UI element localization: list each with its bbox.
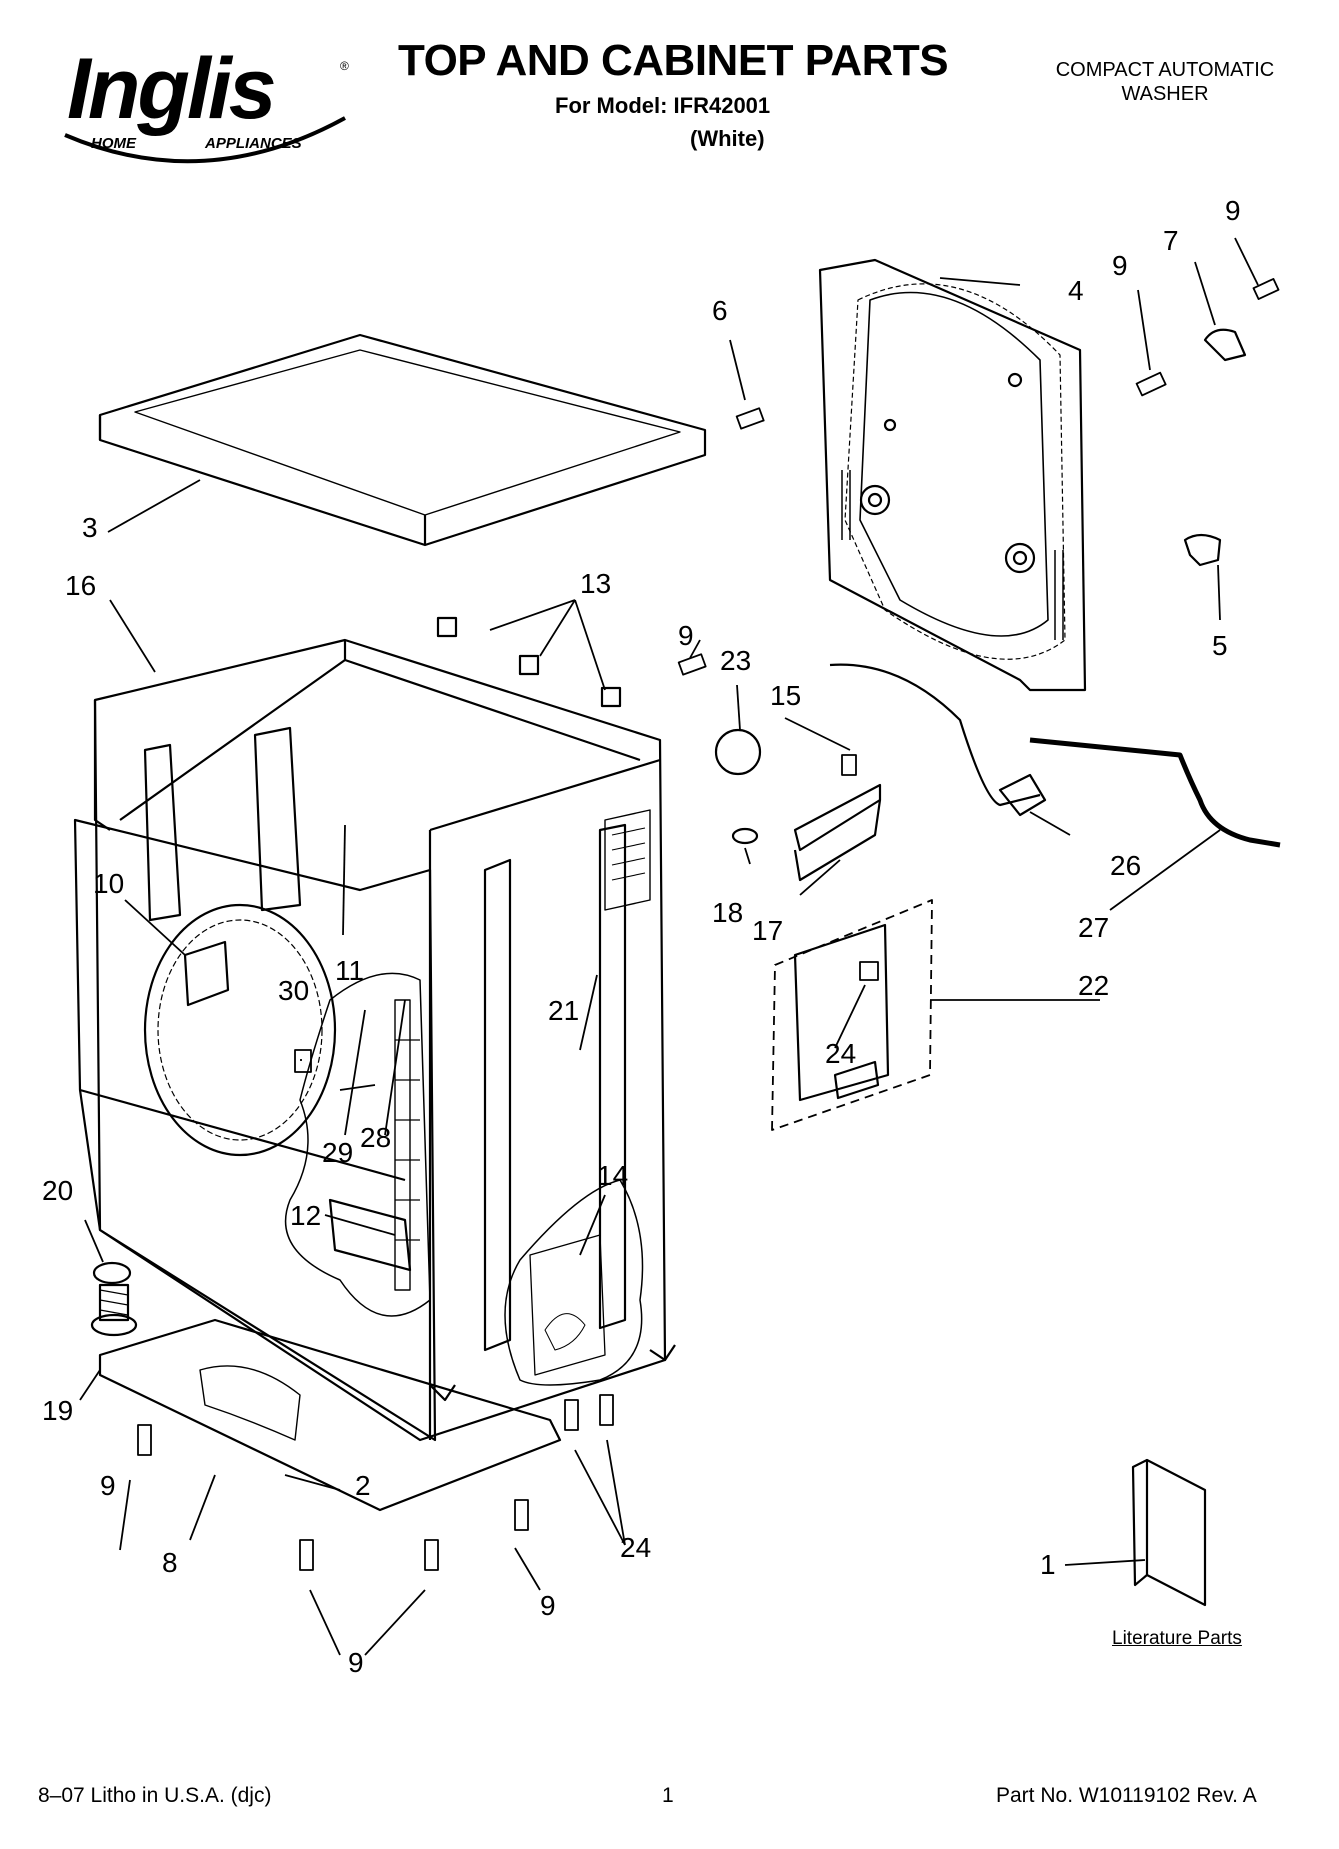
- part-pressure-switch: [714, 728, 762, 776]
- svg-text:®: ®: [340, 59, 349, 73]
- product-type: COMPACT AUTOMATIC WASHER: [1000, 58, 1330, 106]
- callout-26: 26: [1110, 850, 1141, 881]
- part-literature-booklet: [1131, 1458, 1207, 1607]
- part-spring: [731, 827, 759, 845]
- callout-15: 15: [770, 680, 801, 711]
- callout-9-d: 9: [100, 1470, 116, 1501]
- callout-4: 4: [1068, 275, 1084, 306]
- callout-30: 30: [278, 975, 309, 1006]
- part-retainer-3: [600, 686, 622, 708]
- part-top-panel: [98, 333, 707, 547]
- product-line-1: COMPACT AUTOMATIC: [1055, 59, 1275, 81]
- callout-2: 2: [355, 1470, 371, 1501]
- footer-litho: 8–07 Litho in U.S.A. (djc): [38, 1784, 272, 1807]
- cutaway-left: [284, 972, 431, 1317]
- callout-10: 10: [93, 868, 124, 899]
- callout-1: 1: [1040, 1549, 1056, 1580]
- part-retainer-1: [436, 616, 458, 638]
- model-number: For Model: IFR42001: [555, 93, 771, 118]
- callout-9-f: 9: [348, 1647, 364, 1678]
- brand-tagline-home: HOME: [91, 135, 137, 152]
- callout-20: 20: [42, 1175, 73, 1206]
- callout-labels: 1 2 3 4 5 6 7 8 9 9 9 9 9 9 9 9 10 11 12…: [42, 195, 1241, 1678]
- part-power-cord: [829, 663, 1041, 807]
- part-leveling-nut: [92, 1261, 132, 1285]
- callout-28: 28: [360, 1122, 391, 1153]
- part-wire-harness: [1029, 737, 1281, 848]
- literature-parts-label: Literature Parts: [1112, 1628, 1242, 1649]
- inglis-logo: Inglis ® HOME APPLIANCES: [55, 30, 355, 170]
- part-door-hinge: [183, 940, 230, 1007]
- brand-tagline-appliances: APPLIANCES: [204, 135, 302, 152]
- footer-page-number: 1: [662, 1784, 674, 1807]
- callout-12: 12: [290, 1200, 321, 1231]
- part-hose-clamp: [1203, 328, 1247, 362]
- callout-9-c: 9: [678, 620, 694, 651]
- callout-24-b: 24: [620, 1532, 651, 1563]
- part-control-board: [793, 923, 890, 1102]
- callout-5: 5: [1212, 630, 1228, 661]
- callout-7: 7: [1163, 225, 1179, 256]
- model-color: (White): [690, 126, 765, 151]
- callout-13: 13: [580, 568, 611, 599]
- callout-27: 27: [1078, 912, 1109, 943]
- part-base-pan: [98, 1318, 562, 1512]
- callout-21: 21: [548, 995, 579, 1026]
- callout-8: 8: [162, 1547, 178, 1578]
- callout-9-b: 9: [1112, 250, 1128, 281]
- screws: [137, 278, 1280, 1571]
- callout-14: 14: [597, 1160, 628, 1191]
- callout-9-e: 9: [540, 1590, 556, 1621]
- product-line-2: WASHER: [1121, 83, 1209, 105]
- callout-3: 3: [82, 512, 98, 543]
- callout-23: 23: [720, 645, 751, 676]
- part-leveling-leg: [90, 1283, 138, 1337]
- callout-29: 29: [322, 1137, 353, 1168]
- callout-9-a: 9: [1225, 195, 1241, 226]
- callout-22: 22: [1078, 970, 1109, 1001]
- footer-part-number: Part No. W10119102 Rev. A: [996, 1784, 1257, 1807]
- part-rear-panel: [818, 258, 1087, 692]
- part-clip: [1183, 533, 1222, 567]
- cutaway-right: [504, 1179, 644, 1386]
- leader-lines: [79, 237, 1259, 1656]
- callout-17: 17: [752, 915, 783, 946]
- callout-11: 11: [335, 955, 364, 986]
- part-cabinet: [73, 638, 676, 1442]
- part-retainer-2: [518, 654, 540, 676]
- callout-16: 16: [65, 570, 96, 601]
- part-control-board-box: [771, 899, 933, 1131]
- callout-18: 18: [712, 897, 743, 928]
- callout-6: 6: [712, 295, 728, 326]
- brand-wordmark: Inglis: [67, 41, 274, 137]
- callout-24-a: 24: [825, 1038, 856, 1069]
- callout-19: 19: [42, 1395, 73, 1426]
- page-title: TOP AND CABINET PARTS: [398, 36, 949, 85]
